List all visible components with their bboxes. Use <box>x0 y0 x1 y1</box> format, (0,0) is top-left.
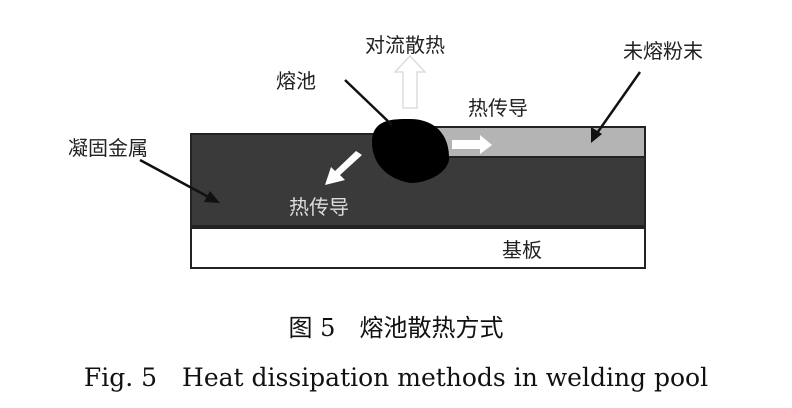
caption-en: Fig. 5 Heat dissipation methods in weldi… <box>83 363 709 392</box>
substrate-layer <box>190 227 646 269</box>
molten-pool <box>372 118 450 183</box>
caption-cn: 图 5 熔池散热方式 <box>288 314 504 342</box>
molten-pool-label: 熔池 <box>276 69 316 93</box>
substrate-label: 基板 <box>502 238 542 262</box>
solidified-arrowhead <box>204 191 220 203</box>
convection-label: 对流散热 <box>365 33 445 57</box>
powder-leader-line <box>593 71 642 137</box>
heat-conduction-top-label: 热传导 <box>468 96 528 120</box>
heat-conduction-bottom-label: 热传导 <box>289 195 349 219</box>
heat-conduction-down-arrow <box>325 151 362 185</box>
unmelted-powder-label: 未熔粉末 <box>623 39 703 63</box>
heat-conduction-right-arrow <box>452 135 492 154</box>
convection-arrow <box>393 54 427 109</box>
solidified-metal-label: 凝固金属 <box>68 136 148 160</box>
solidified-leader-line <box>139 158 215 202</box>
pool-leader-line <box>344 79 393 126</box>
powder-arrowhead <box>591 127 602 143</box>
